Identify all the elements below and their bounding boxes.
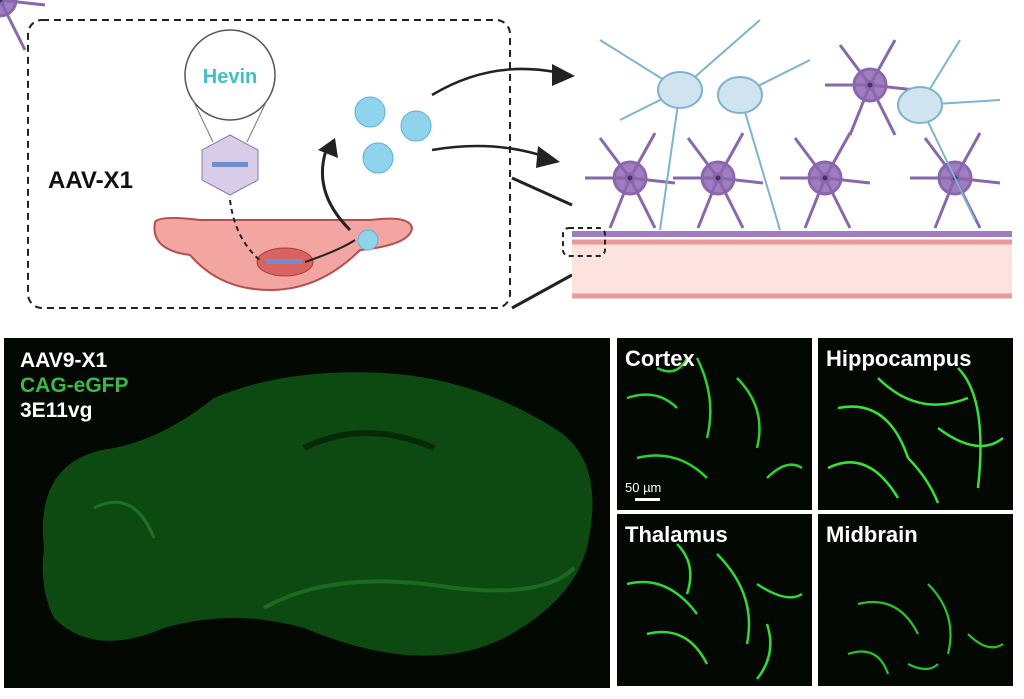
whole-brain-image: AAV9-X1 CAG-eGFP 3E11vg: [4, 338, 610, 688]
neurons: [599, 19, 1001, 231]
blood-vessel: [572, 240, 1012, 298]
schematic-diagram: AAV-X1 Hevin: [0, 0, 1012, 310]
astrocytes: [0, 0, 46, 51]
panel-cortex: Cortex 50 µm: [617, 338, 812, 510]
panel-label-hippocampus: Hippocampus: [826, 346, 972, 371]
hevin-label: Hevin: [203, 66, 257, 88]
panel-label-cortex: Cortex: [625, 346, 695, 371]
panel-midbrain: Midbrain: [818, 514, 1013, 686]
hevin-circle: [184, 29, 276, 121]
dose-label: 3E11vg: [20, 399, 93, 422]
aav-x1-label: AAV-X1: [48, 167, 133, 194]
promoter-label: CAG-eGFP: [20, 374, 129, 397]
panel-hippocampus: Hippocampus: [818, 338, 1013, 510]
hevin-protein-icons: [354, 96, 432, 251]
vector-label: AAV9-X1: [20, 349, 108, 372]
scale-bar: [635, 498, 660, 501]
dashed-box: [27, 19, 511, 309]
panel-label-thalamus: Thalamus: [625, 522, 728, 547]
scale-bar-label: 50 µm: [625, 480, 662, 495]
panel-thalamus: Thalamus: [617, 514, 812, 686]
panel-label-midbrain: Midbrain: [826, 522, 918, 547]
